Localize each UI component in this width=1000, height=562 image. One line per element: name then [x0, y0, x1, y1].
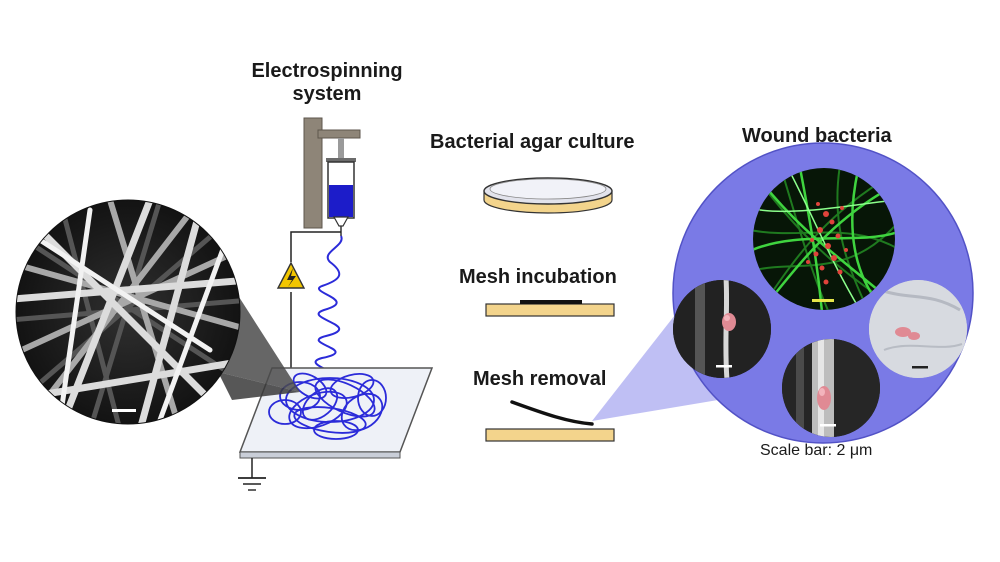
fluorescence-micrograph: [753, 168, 895, 310]
mesh-on-agar: [520, 300, 582, 304]
stand-arm: [317, 129, 361, 139]
fiber-mat: [268, 372, 387, 440]
high-voltage-warning-icon: [276, 261, 306, 289]
mesh-removal-label: Mesh removal: [473, 368, 607, 390]
syringe-stand: [303, 117, 323, 229]
hv-wire: [290, 231, 341, 262]
fluorescence-scale-bar: [812, 299, 834, 302]
syringe: [326, 138, 356, 236]
sem-bacteria-panel-1: [673, 280, 771, 378]
bacteria-clusters: [806, 202, 848, 285]
wound-bacteria-title: Wound bacteria: [742, 125, 892, 147]
wound-bacteria-panel: [672, 142, 974, 444]
electrospinning-title-line2: system: [292, 83, 362, 105]
electrospinning-apparatus: [238, 117, 434, 491]
lifted-mesh: [510, 400, 594, 426]
electrospinning-title-line1: Electrospinning: [251, 60, 403, 82]
sem-bacteria-panel-3: [869, 280, 967, 378]
mesh-incubation-plate: [485, 300, 615, 317]
sem-bacteria-panel-2: [782, 339, 880, 437]
bacterial-agar-culture-label: Bacterial agar culture: [430, 131, 635, 153]
fiber-jet: [314, 235, 343, 379]
sem-scale-bar: [112, 409, 136, 412]
sem-fiber-magnification: [15, 199, 300, 425]
mesh-removal-plate: [485, 400, 615, 442]
ground-symbol-icon: [238, 458, 266, 491]
electrospinning-system-title: Electrospinning system: [232, 60, 422, 106]
polymer-solution: [329, 185, 353, 217]
bacterial-agar-plate: [483, 177, 613, 214]
scale-bar-label: Scale bar: 2 μm: [760, 442, 873, 459]
mesh-incubation-label: Mesh incubation: [459, 266, 617, 288]
